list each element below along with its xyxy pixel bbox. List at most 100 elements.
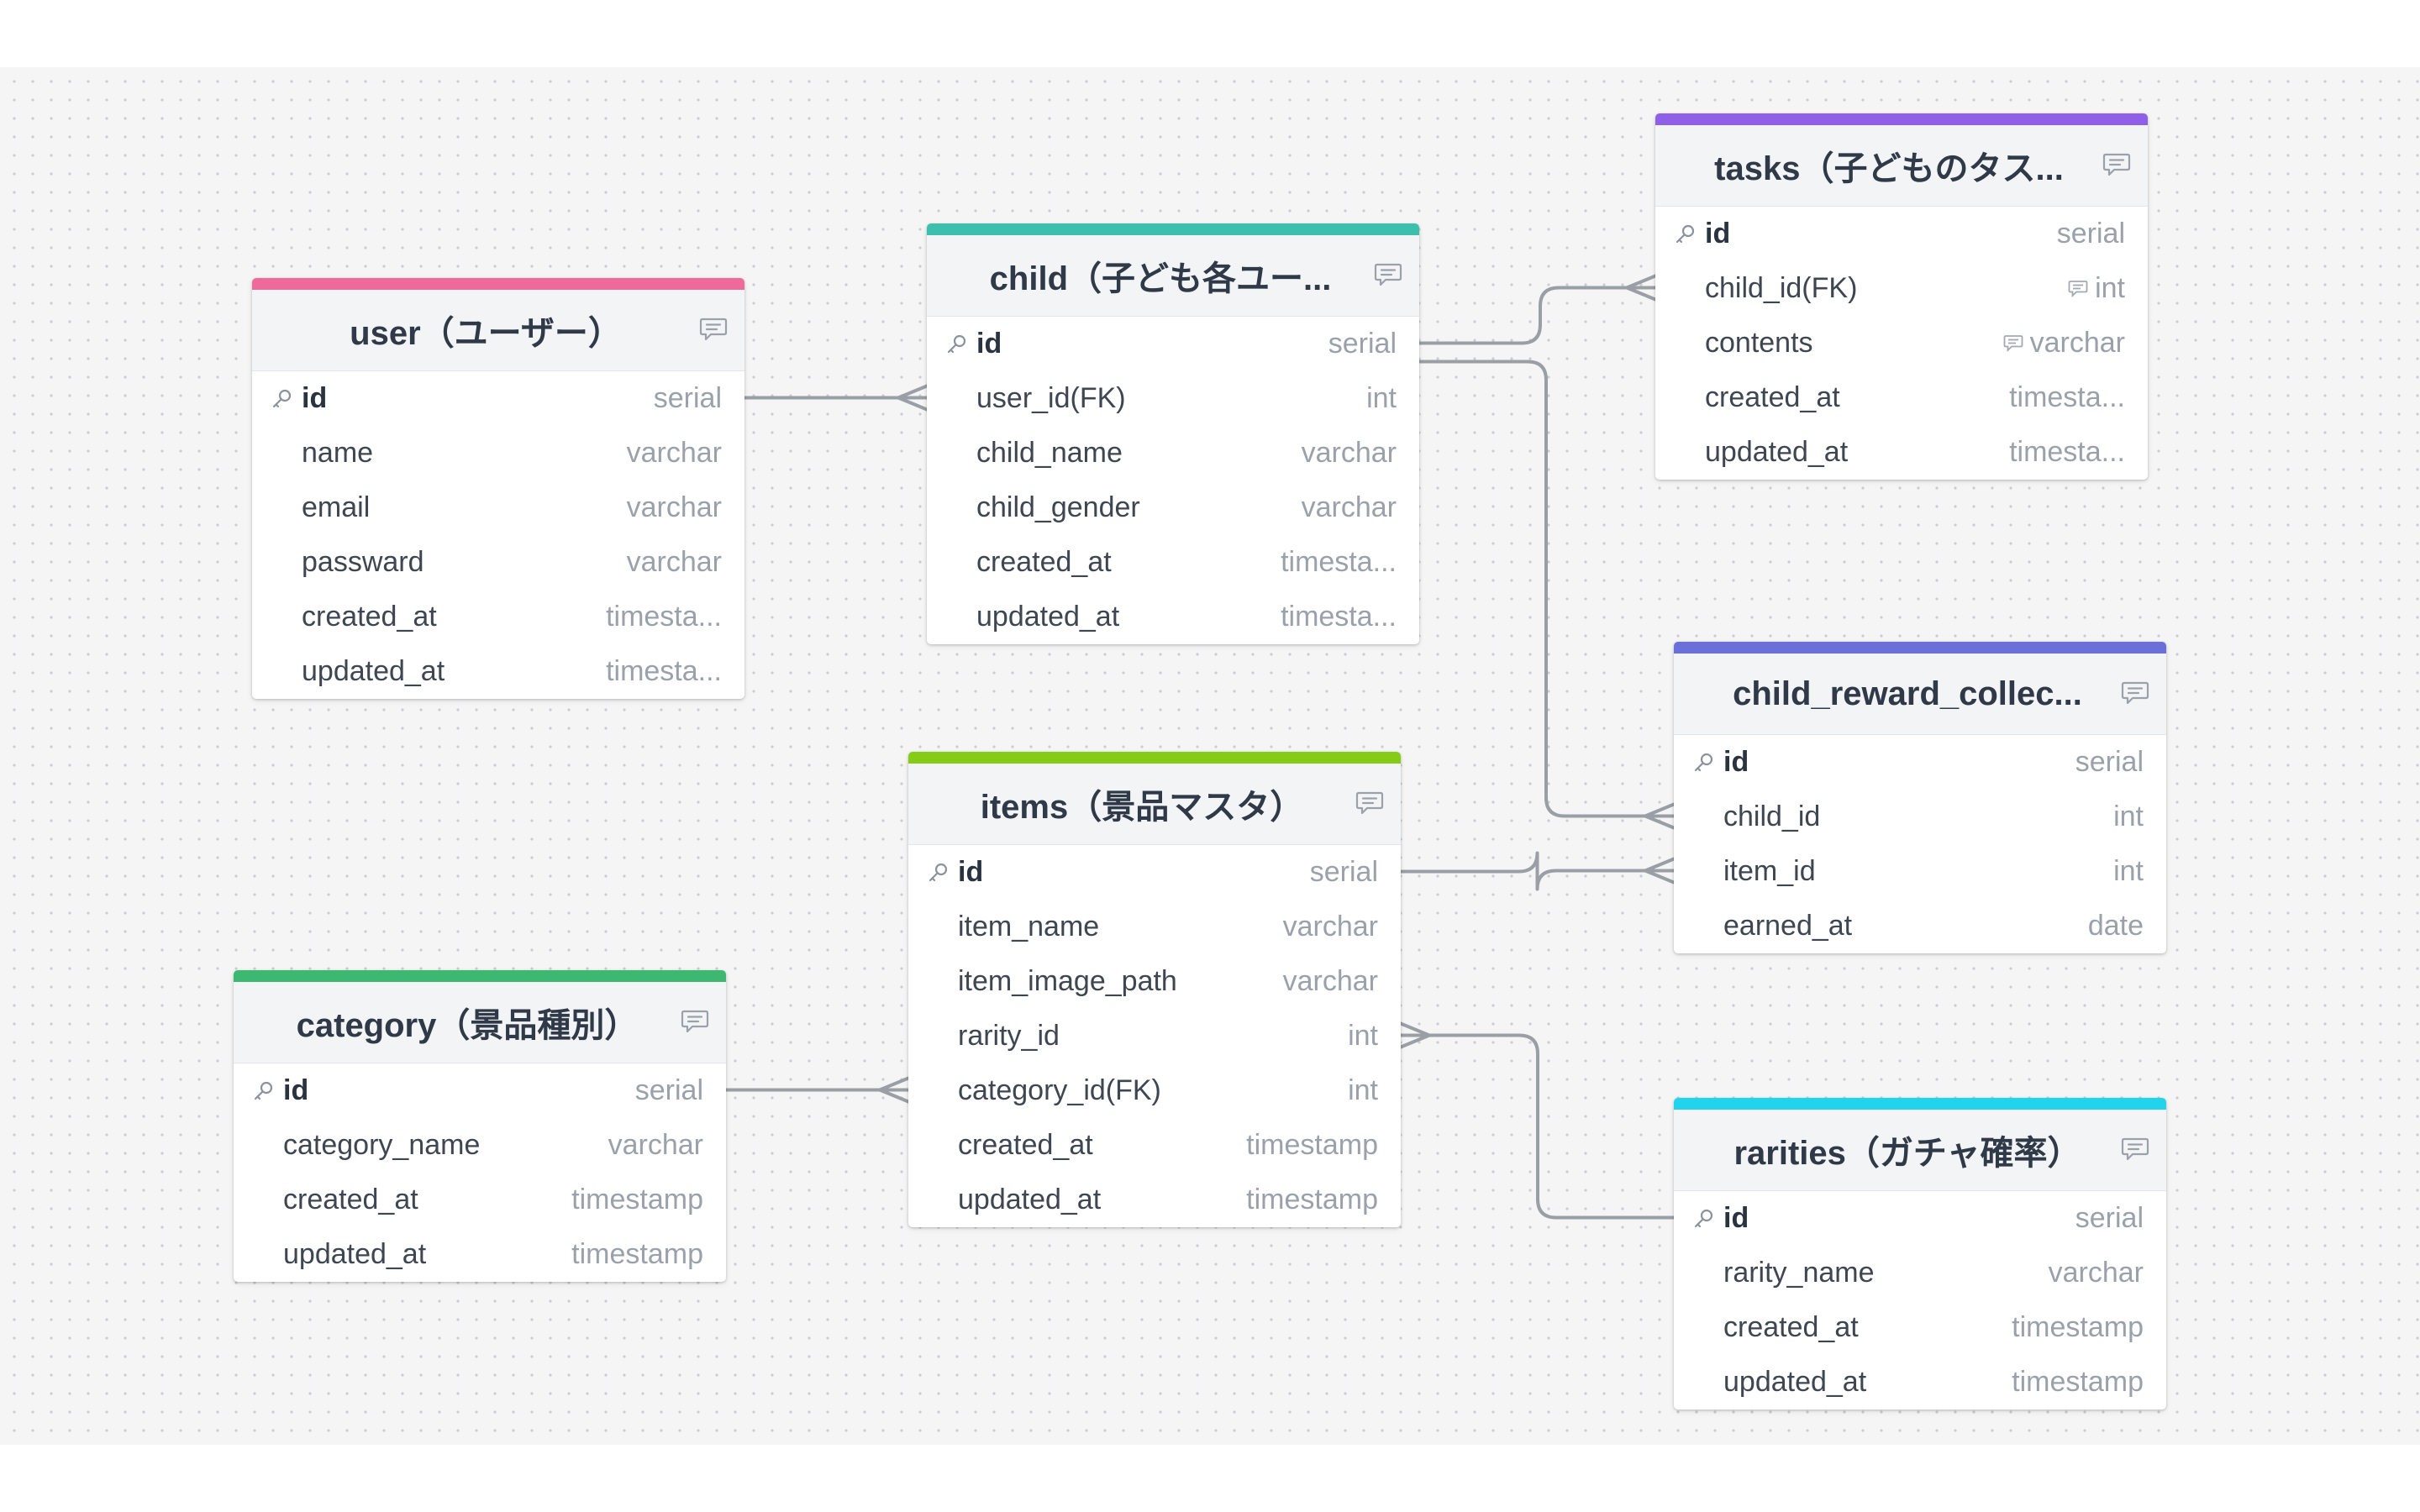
comment-icon[interactable] xyxy=(2003,334,2023,353)
field-name: child_gender xyxy=(976,491,1140,523)
comment-icon[interactable] xyxy=(2121,680,2149,706)
field-type: int xyxy=(1348,1020,1378,1053)
comment-icon[interactable] xyxy=(2121,1137,2149,1162)
field-name: updated_at xyxy=(1705,436,1849,468)
table-header[interactable]: user（ユーザー） xyxy=(252,290,744,371)
table-header[interactable]: child_reward_collec... xyxy=(1674,654,2166,735)
table-title: child（子ども各ユー... xyxy=(989,260,1332,297)
field-row[interactable]: rarity_id int xyxy=(908,1009,1401,1063)
field-name: created_at xyxy=(976,546,1112,578)
field-type: timestamp xyxy=(2012,1366,2144,1399)
field-row[interactable]: contents varchar xyxy=(1655,316,2148,370)
table-title: rarities（ガチャ確率） xyxy=(1733,1135,2081,1172)
field-type-label: timesta... xyxy=(606,655,722,687)
comment-icon[interactable] xyxy=(2102,152,2131,177)
comment-icon[interactable] xyxy=(2068,280,2088,298)
field-row[interactable]: user_id(FK)int xyxy=(927,371,1419,426)
table-header[interactable]: tasks（子どものタス... xyxy=(1655,125,2148,207)
key-icon xyxy=(947,334,966,354)
field-name: item_id xyxy=(1723,855,1816,887)
field-name: user_id(FK) xyxy=(976,382,1126,414)
field-name: item_name xyxy=(958,911,1100,942)
field-name: passward xyxy=(302,546,424,578)
field-type: varchar xyxy=(2049,1257,2144,1289)
field-type-label: date xyxy=(2087,910,2144,942)
table-header[interactable]: items（景品マスタ） xyxy=(908,764,1401,845)
key-icon xyxy=(1694,1209,1713,1228)
table-header[interactable]: rarities（ガチャ確率） xyxy=(1674,1110,2166,1191)
field-type: timesta... xyxy=(606,655,722,688)
field-row[interactable]: id serial xyxy=(1655,207,2148,261)
field-row[interactable]: updated_at timesta... xyxy=(1655,425,2148,480)
field-type: serial xyxy=(2057,218,2125,250)
field-name: id xyxy=(1705,218,1731,249)
comment-icon[interactable] xyxy=(1374,262,1402,287)
field-type: timesta... xyxy=(2009,436,2125,469)
table-title: category（景品種別） xyxy=(296,1007,639,1044)
field-name: child_name xyxy=(976,437,1123,469)
field-name: rarity_id xyxy=(958,1020,1060,1052)
field-name: created_at xyxy=(1723,1311,1859,1343)
comment-icon[interactable] xyxy=(681,1009,709,1034)
key-icon xyxy=(1676,224,1695,244)
comment-icon[interactable] xyxy=(699,317,728,342)
field-name: created_at xyxy=(958,1129,1093,1161)
field-name: child_id(FK) xyxy=(1705,272,1858,304)
table-header[interactable]: child（子ども各ユー... xyxy=(927,235,1419,317)
field-type: timestamp xyxy=(571,1238,703,1271)
field-name: contents xyxy=(1705,327,1813,359)
field-name: child_id xyxy=(1723,801,1821,832)
field-row[interactable]: child_id(FK)int xyxy=(1655,261,2148,316)
field-type-label: int xyxy=(1348,1074,1378,1106)
field-type-label: timestamp xyxy=(571,1238,703,1270)
table-header[interactable]: category（景品種別） xyxy=(234,982,726,1063)
table-color-bar xyxy=(1655,113,2148,125)
field-type: varchar xyxy=(2003,327,2125,360)
field-type: serial xyxy=(1310,856,1378,889)
field-row[interactable]: category_id(FK)int xyxy=(908,1063,1401,1118)
table-color-bar xyxy=(1674,1098,2166,1110)
field-name: id xyxy=(1723,1202,1749,1234)
comment-icon[interactable] xyxy=(1355,790,1384,816)
